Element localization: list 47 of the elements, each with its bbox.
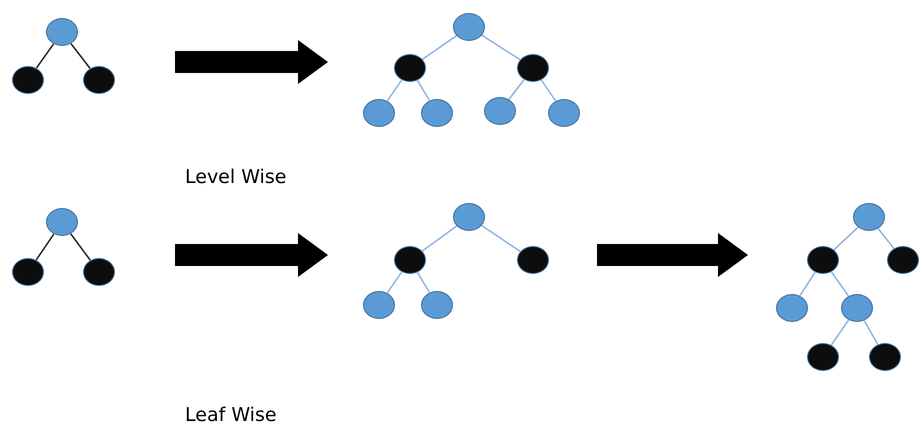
- tree-edge: [833, 226, 859, 250]
- tree-edge: [830, 320, 850, 346]
- tree-edge: [70, 43, 91, 69]
- tree-node: [12, 66, 44, 94]
- tree-node: [517, 54, 549, 82]
- tree-node: [363, 291, 395, 319]
- tree-node: [363, 99, 395, 127]
- tree-node: [12, 258, 44, 286]
- tree-node: [853, 203, 885, 231]
- tree-node: [807, 246, 839, 274]
- caption-text: Level Wise: [185, 166, 286, 188]
- tree-edge: [508, 79, 525, 100]
- tree-edge: [481, 224, 521, 252]
- tree-node: [869, 343, 901, 371]
- tree-edge: [416, 272, 430, 293]
- caption-text: Leaf Wise: [185, 404, 277, 426]
- tree-edge: [386, 80, 402, 102]
- tree-edge: [70, 233, 91, 261]
- tree-edge: [36, 234, 54, 260]
- tree-node: [548, 99, 580, 127]
- tree-edge: [830, 271, 850, 297]
- tree-node: [841, 294, 873, 322]
- tree-node: [807, 343, 839, 371]
- tree-node: [453, 203, 485, 231]
- tree-node: [887, 246, 919, 274]
- tree-node: [453, 13, 485, 41]
- tree-edge: [422, 35, 457, 60]
- tree-edge: [799, 272, 816, 296]
- tree-edge: [864, 320, 878, 345]
- tree-edge: [416, 80, 430, 101]
- tree-node: [484, 97, 516, 125]
- tree-node: [421, 291, 453, 319]
- tree-node: [46, 18, 78, 46]
- tree-node: [83, 258, 115, 286]
- tree-edge: [386, 272, 402, 294]
- tree-edge: [540, 80, 556, 102]
- tree-edge: [482, 34, 520, 60]
- tree-node: [46, 208, 78, 236]
- tree-edge: [36, 43, 54, 69]
- tree-node: [83, 66, 115, 94]
- tree-node: [394, 54, 426, 82]
- tree-edge: [422, 225, 458, 252]
- tree-node: [421, 99, 453, 127]
- tree-node: [394, 246, 426, 274]
- tree-node: [776, 294, 808, 322]
- tree-edge: [878, 228, 894, 249]
- tree-node: [517, 246, 549, 274]
